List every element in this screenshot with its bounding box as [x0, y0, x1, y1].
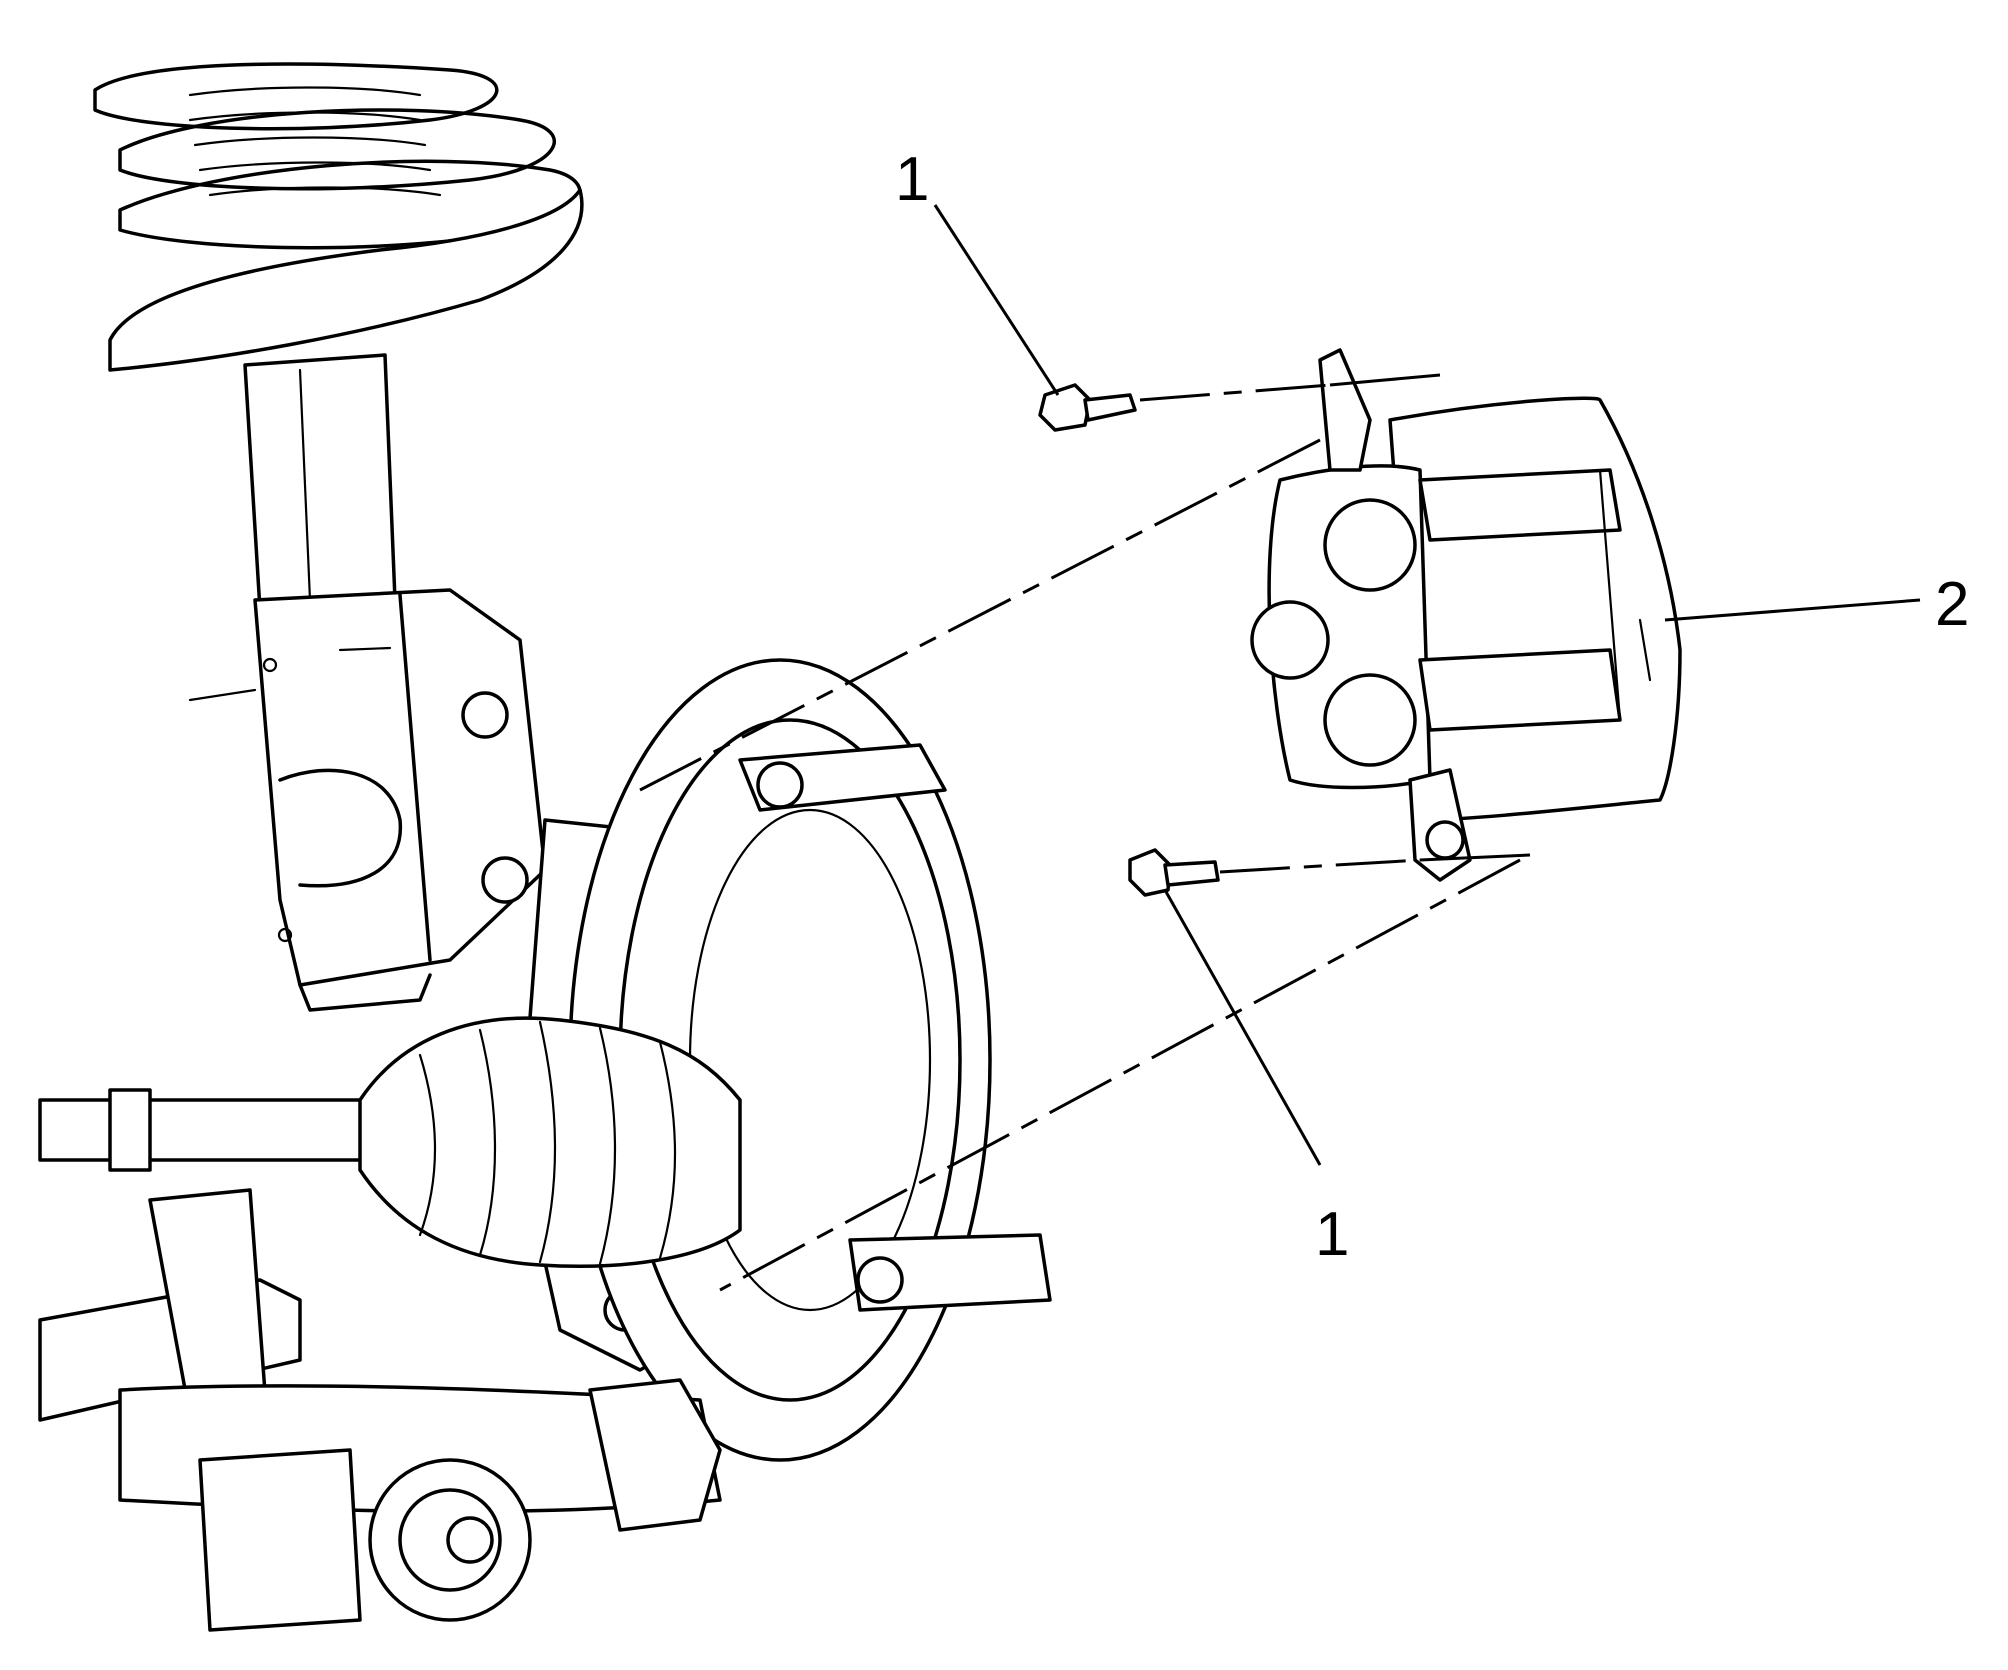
caliper-piston-lower	[1323, 673, 1417, 767]
spring-seat	[108, 188, 584, 372]
lower-control-arm	[38, 1188, 722, 1632]
brake-line	[188, 688, 257, 702]
bolt-shank	[1163, 860, 1220, 887]
bracket-hole-upper	[756, 761, 804, 809]
caliper-seam	[1598, 468, 1622, 722]
alignment-line	[639, 438, 1321, 792]
strut-bracket	[253, 588, 547, 987]
bracket-hole	[277, 927, 293, 943]
boot-fold	[658, 1040, 677, 1260]
callout-2: 2	[1935, 570, 1969, 639]
boot-ring	[208, 186, 442, 197]
caliper-detail	[1638, 618, 1652, 682]
brake-caliper	[1250, 348, 1682, 882]
drive-axle	[38, 1016, 742, 1268]
bracket-hole	[262, 657, 278, 673]
brake-rotor	[568, 658, 1052, 1462]
callout-leaders	[933, 204, 1921, 1166]
axle-shaft	[38, 1098, 382, 1162]
caliper-piston-upper	[1323, 498, 1417, 592]
bolt-shank	[1083, 393, 1137, 422]
bracket-cutout	[278, 768, 403, 888]
bracket-base	[298, 973, 432, 1012]
strut-tube	[243, 353, 397, 612]
cv-boot	[358, 1016, 742, 1268]
bracket-bolt-upper	[461, 691, 509, 739]
caliper-bleeder	[1250, 600, 1330, 680]
bracket-hole-lower	[856, 1256, 904, 1304]
control-arm-mount	[198, 1448, 362, 1632]
alignment-line	[719, 858, 1521, 1292]
ball-joint	[588, 1378, 722, 1532]
leader-1-upper	[933, 204, 1060, 396]
bushing-inner	[398, 1488, 502, 1592]
caliper-lower-bolt-hole	[1425, 820, 1465, 860]
axle-collar	[108, 1088, 152, 1172]
bolt-upper	[1038, 383, 1137, 432]
strut-assembly	[93, 62, 584, 1012]
bracket-slot	[338, 646, 392, 652]
strut-highlight	[298, 368, 312, 602]
boot-fold	[598, 1026, 617, 1266]
bushing-nut	[446, 1516, 494, 1564]
alignment-line	[1219, 858, 1421, 874]
alignment-line-end	[1419, 853, 1531, 862]
bracket-bolt-lower	[481, 856, 529, 904]
leader-2	[1664, 598, 1921, 622]
alignment-line-end	[1329, 373, 1441, 387]
boot-ring	[198, 161, 432, 172]
bracket-edge	[398, 593, 432, 962]
leader-1-lower	[1163, 889, 1322, 1166]
alignment-lines	[639, 373, 1531, 1292]
spring-coil-1	[93, 62, 499, 131]
bolt-head	[1038, 383, 1092, 432]
callout-1-upper: 1	[895, 145, 929, 214]
alignment-line	[1139, 383, 1331, 402]
boot-ring	[188, 86, 422, 97]
boot-fold	[478, 1028, 497, 1257]
boot-ring	[188, 111, 422, 122]
bolt-lower	[1128, 848, 1220, 897]
caliper-finger-upper	[1418, 468, 1622, 542]
callout-1-lower: 1	[1315, 1200, 1349, 1269]
caliper-housing	[1388, 396, 1682, 822]
boot-ring	[193, 136, 427, 147]
bolt-head	[1128, 848, 1172, 897]
spring-coil-2	[118, 108, 556, 191]
boot-fold	[538, 1020, 557, 1264]
boot-fold	[418, 1053, 437, 1237]
caliper-upper-ear	[1318, 348, 1372, 472]
caliper-finger-lower	[1418, 648, 1622, 732]
